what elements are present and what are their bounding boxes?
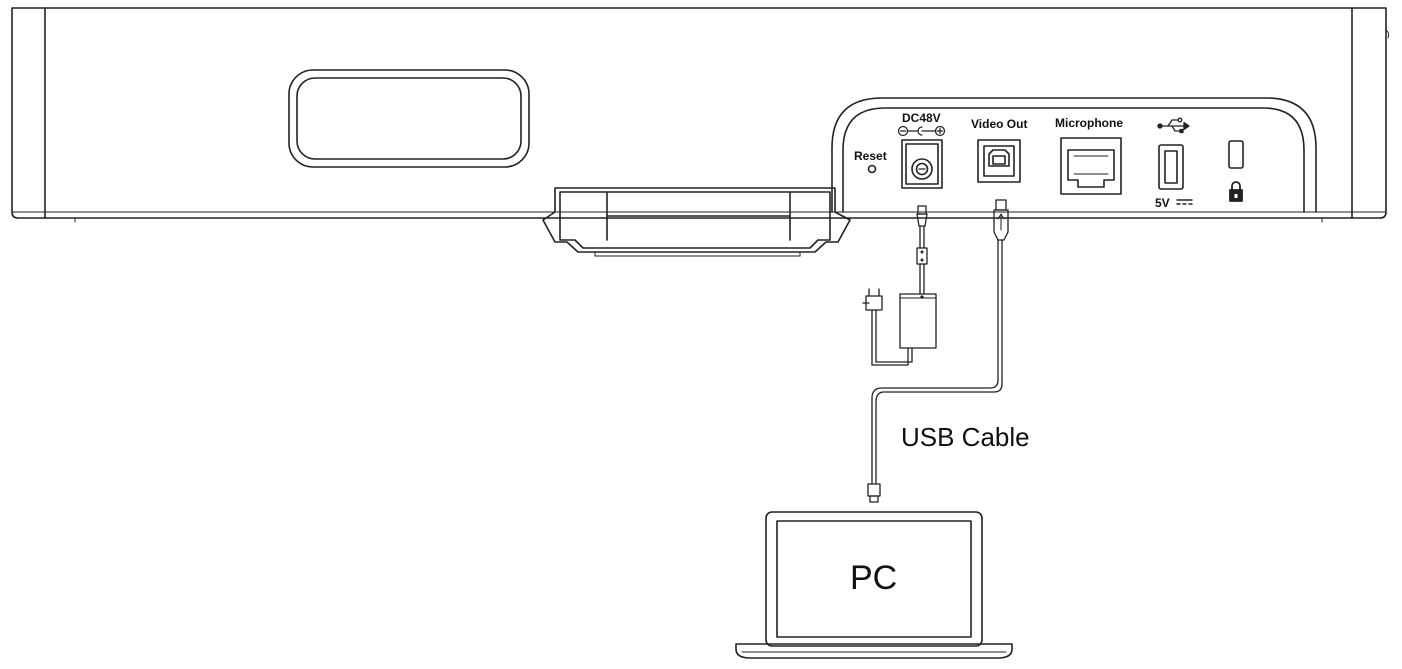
laptop-icon (735, 511, 1013, 659)
dc48v-label: DC48V (902, 111, 941, 125)
device-body (11, 7, 1390, 223)
power-cable (916, 205, 928, 295)
lock-icon (1229, 181, 1243, 202)
mount-bracket (542, 187, 851, 257)
reset-button[interactable] (867, 164, 877, 174)
microphone-port[interactable] (1060, 137, 1122, 195)
power-plug-icon (862, 288, 883, 311)
microphone-label: Microphone (1055, 116, 1123, 130)
video-out-port[interactable] (977, 139, 1021, 183)
usb-cable-label: USB Cable (901, 422, 1030, 452)
polarity-icon (897, 125, 946, 137)
lock-slot[interactable] (1228, 140, 1244, 169)
usb-symbol-icon (1157, 117, 1190, 134)
dc48v-port[interactable] (901, 139, 943, 189)
usb-5v-label: 5V (1155, 196, 1170, 210)
dc-symbol-icon (1176, 199, 1193, 205)
connector-panel (831, 97, 1317, 213)
usb-plug-symbol (997, 213, 1005, 231)
pc-label: PC (850, 559, 897, 597)
usb-power-port[interactable] (1158, 144, 1184, 190)
usb-cable (867, 199, 1009, 503)
reset-label: Reset (854, 149, 887, 163)
video-out-label: Video Out (971, 117, 1027, 131)
handle-slot (288, 69, 530, 168)
power-adapter-icon (871, 293, 937, 366)
